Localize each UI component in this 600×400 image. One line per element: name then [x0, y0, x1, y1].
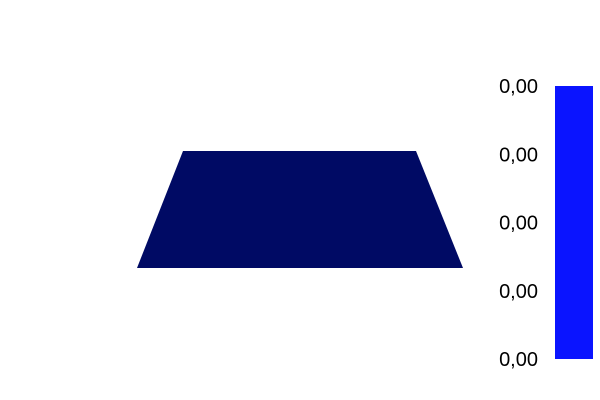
- colorbar-tick-label: 0,00: [499, 349, 538, 371]
- colorbar-tick-labels: 0,00 0,00 0,00 0,00 0,00: [499, 76, 538, 371]
- surface-trapezoid: [137, 151, 463, 268]
- colorbar-tick-label: 0,00: [499, 213, 538, 235]
- colorbar-tick-label: 0,00: [499, 281, 538, 303]
- colorbar-tick-label: 0,00: [499, 144, 538, 166]
- colorbar-tick-label: 0,00: [499, 76, 538, 98]
- colorbar: [555, 86, 593, 359]
